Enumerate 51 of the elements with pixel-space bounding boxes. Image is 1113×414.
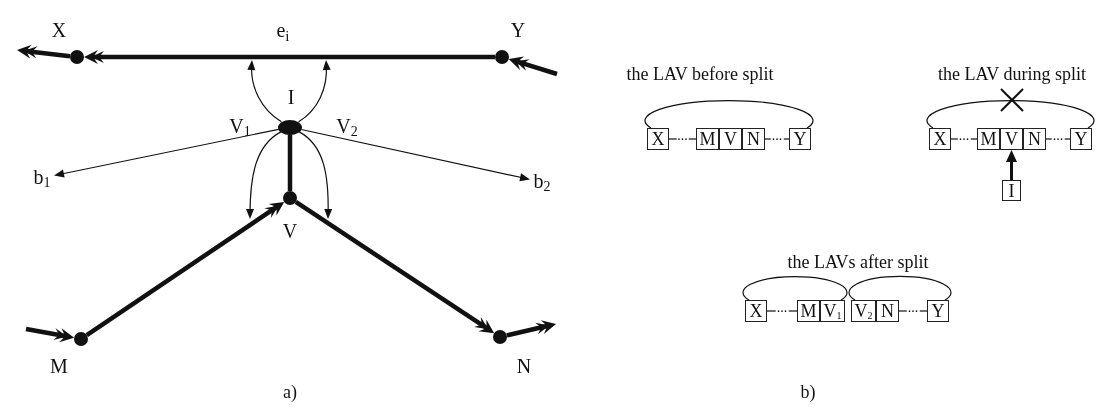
list-box: V$_{1}$ [820,300,845,322]
subfigure-label: b) [800,383,816,401]
list-box: X [929,128,951,150]
connector-line [644,100,814,129]
vertex-dot [74,332,88,346]
vertex-dot [278,119,302,135]
arrow [300,128,530,182]
list-box: N [1023,128,1046,150]
panel-title: the LAV during split [938,65,1086,83]
vertex-label: Y [510,20,526,40]
panel-title: the LAV before split [626,65,774,83]
list-box: Y [789,128,811,150]
vertex-dot [70,50,84,64]
list-box: N [876,300,899,322]
bisector-label: b$_{2}$ [530,170,554,194]
list-box: M [977,128,1000,150]
edge-label: e$_{i}$ [275,20,291,44]
panel-title: the LAVs after split [787,253,929,271]
arrow [298,60,331,123]
list-box: V [1000,128,1023,150]
vertex-label: M [50,356,68,376]
list-box: N [742,128,765,150]
vertex-label: N [516,356,532,376]
subfigure-label: a) [283,383,297,401]
vertex-label: I [287,87,295,107]
list-box: V$_{2}$ [851,300,876,322]
list-box: M [696,128,719,150]
connector-line [287,134,293,191]
arrow [54,128,280,178]
bisector-label: b$_{1}$ [30,166,54,190]
vertex-label: V [282,221,298,241]
arrow [246,131,282,219]
vertex-dot [493,330,507,344]
connector-line [848,275,952,301]
vertex-dot [495,50,509,64]
arrow [1006,150,1017,180]
connector-line [926,100,1095,129]
list-box: I [1002,180,1021,201]
list-box: X [745,300,767,322]
list-box: V [719,128,742,150]
list-box: X [647,128,669,150]
vertex-label: V$_{1}$ [229,115,251,139]
vertex-dot [283,191,297,205]
list-box: M [797,300,820,322]
connector-line [742,275,848,301]
vertex-label: X [51,20,67,40]
list-box: Y [1070,128,1092,150]
vertex-label: V$_{2}$ [336,115,358,139]
list-box: Y [927,300,949,322]
arrow [247,60,282,123]
arrow [298,131,333,219]
